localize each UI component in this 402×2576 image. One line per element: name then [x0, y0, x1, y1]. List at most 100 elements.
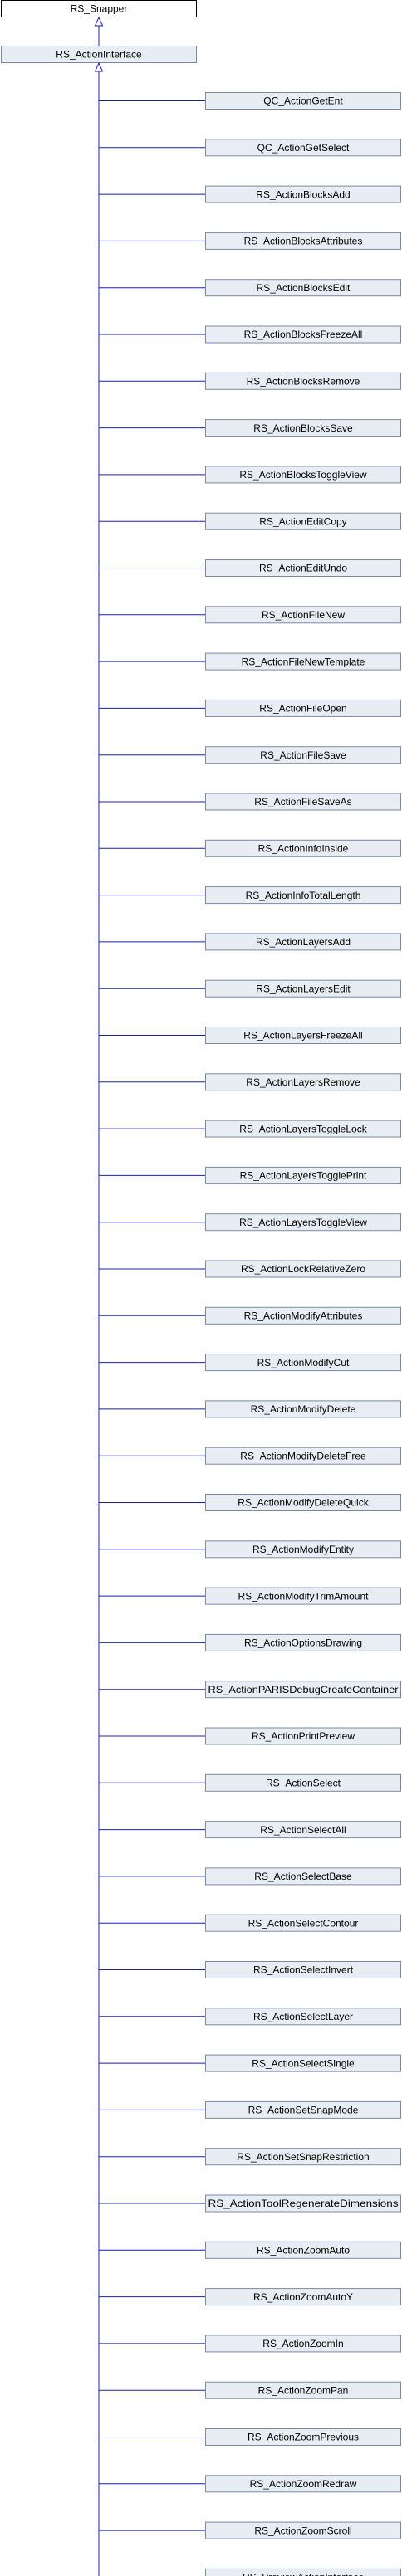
node-rs-actionzoomscroll[interactable]: RS_ActionZoomScroll [99, 2521, 401, 2539]
node-rs-actionlayerstoggleview-box [205, 1213, 401, 1232]
node-rs-actionmodifydeletequick[interactable]: RS_ActionModifyDeleteQuick [99, 1494, 401, 1511]
node-rs-actionfilenewtemplate[interactable]: RS_ActionFileNewTemplate [99, 652, 401, 671]
node-rs-actionlayersremove-box [205, 1073, 401, 1091]
node-rs-actionfilenew[interactable]: RS_ActionFileNew [99, 606, 401, 624]
node-rs-actioninterface[interactable]: RS_ActionInterface [1, 46, 197, 63]
node-rs-actionmodifyattributes[interactable]: RS_ActionModifyAttributes [99, 1306, 401, 1325]
node-rs-actionlayerstoggleprint-box [205, 1166, 401, 1184]
node-rs-actionparisdebugcreatecontainer[interactable]: RS_ActionPARISDebugCreateContainer [99, 1681, 401, 1699]
node-rs-actiontoolregeneratedimensions-label: RS_ActionToolRegenerateDimensions [208, 2198, 399, 2209]
node-rs-previewactioninterface-label: RS_PreviewActionInterface [243, 2572, 364, 2576]
node-rs-actionselectlayer[interactable]: RS_ActionSelectLayer [99, 2008, 401, 2026]
node-rs-actionlayersadd[interactable]: RS_ActionLayersAdd [99, 933, 401, 951]
node-rs-actionselectbase[interactable]: RS_ActionSelectBase [99, 1867, 401, 1886]
node-rs-actionfilesave[interactable]: RS_ActionFileSave [99, 746, 401, 764]
node-rs-actionselectsingle[interactable]: RS_ActionSelectSingle [99, 2054, 401, 2072]
node-rs-previewactioninterface[interactable]: RS_PreviewActionInterface [99, 2568, 401, 2576]
node-rs-actionmodifytrimamount-box [205, 1587, 401, 1605]
node-rs-actionzoomin[interactable]: RS_ActionZoomIn [99, 2334, 401, 2353]
node-rs-actionzoomautoy[interactable]: RS_ActionZoomAutoY [99, 2288, 401, 2306]
node-rs-actionlayersadd-label: RS_ActionLayersAdd [256, 936, 351, 948]
node-rs-actiontoolregeneratedimensions[interactable]: RS_ActionToolRegenerateDimensions [99, 2194, 401, 2213]
node-rs-actionselect[interactable]: RS_ActionSelect [99, 1773, 401, 1792]
node-rs-actionzoomredraw-label: RS_ActionZoomRedraw [250, 2478, 357, 2490]
node-rs-actionzoompan-label: RS_ActionZoomPan [258, 2384, 349, 2396]
node-rs-actionoptionsdrawing-label: RS_ActionOptionsDrawing [244, 1637, 362, 1649]
node-rs-actionselectinvert[interactable]: RS_ActionSelectInvert [99, 1961, 401, 1978]
node-rs-actionmodifydeletefree[interactable]: RS_ActionModifyDeleteFree [99, 1447, 401, 1465]
node-rs-actionsetsnapmode[interactable]: RS_ActionSetSnapMode [99, 2100, 401, 2119]
node-rs-actionfilenew-box [205, 606, 401, 624]
node-rs-actionlayersremove[interactable]: RS_ActionLayersRemove [99, 1073, 401, 1091]
node-qc-actiongetent[interactable]: QC_ActionGetEnt [99, 92, 401, 110]
node-rs-actionselectbase-box [205, 1867, 401, 1886]
node-rs-actionlayersedit[interactable]: RS_ActionLayersEdit [99, 979, 401, 998]
node-rs-actionselectsingle-label: RS_ActionSelectSingle [252, 2057, 355, 2069]
node-rs-actionzoomauto[interactable]: RS_ActionZoomAuto [99, 2241, 401, 2259]
node-rs-actionmodifyattributes-box [205, 1306, 401, 1325]
node-rs-previewactioninterface-box [205, 2568, 401, 2576]
node-qc-actiongetselect[interactable]: QC_ActionGetSelect [99, 139, 401, 157]
node-rs-actionlayerstoggleprint-label: RS_ActionLayersTogglePrint [240, 1170, 367, 1182]
node-rs-actionlayerstoggleview[interactable]: RS_ActionLayersToggleView [99, 1213, 401, 1232]
node-rs-actionzoomin-label: RS_ActionZoomIn [262, 2338, 343, 2349]
node-rs-actionselectcontour[interactable]: RS_ActionSelectContour [99, 1914, 401, 1932]
node-qc-actiongetent-box [205, 92, 401, 110]
node-rs-actionselectinvert-box [205, 1961, 401, 1978]
node-rs-actionmodifyattributes-label: RS_ActionModifyAttributes [244, 1310, 363, 1322]
node-rs-actionzoomautoy-label: RS_ActionZoomAutoY [253, 2291, 353, 2303]
node-rs-snapper-label: RS_Snapper [71, 3, 128, 15]
node-rs-actionfileopen-box [205, 699, 401, 717]
node-rs-actionfileopen[interactable]: RS_ActionFileOpen [99, 699, 401, 717]
node-rs-actionmodifydelete-label: RS_ActionModifyDelete [251, 1403, 356, 1415]
node-rs-actionfilesave-box [205, 746, 401, 764]
node-rs-actionmodifydeletefree-box [205, 1447, 401, 1465]
node-rs-actionblockssave[interactable]: RS_ActionBlocksSave [99, 419, 401, 437]
node-rs-snapper[interactable]: RS_Snapper [1, 0, 197, 17]
node-rs-actionprintpreview[interactable]: RS_ActionPrintPreview [99, 1727, 401, 1745]
node-rs-actionblocksattributes-label: RS_ActionBlocksAttributes [244, 236, 363, 247]
node-rs-actionblocksadd-box [205, 185, 401, 203]
node-qc-actiongetent-label: QC_ActionGetEnt [263, 95, 343, 107]
node-rs-actionsetsnapmode-box [205, 2100, 401, 2119]
node-rs-actionoptionsdrawing-box [205, 1633, 401, 1651]
node-rs-actionmodifyentity[interactable]: RS_ActionModifyEntity [99, 1540, 401, 1559]
node-rs-actionblocksfreezeall[interactable]: RS_ActionBlocksFreezeAll [99, 325, 401, 344]
node-rs-actionfilenewtemplate-box [205, 652, 401, 671]
node-rs-actionmodifydelete[interactable]: RS_ActionModifyDelete [99, 1400, 401, 1418]
node-rs-actionlayersfreezeall[interactable]: RS_ActionLayersFreezeAll [99, 1027, 401, 1044]
node-rs-actionparisdebugcreatecontainer-box [205, 1681, 401, 1699]
node-rs-actioneditcopy[interactable]: RS_ActionEditCopy [99, 512, 401, 530]
node-rs-actioninfototallength[interactable]: RS_ActionInfoTotalLength [99, 886, 401, 905]
node-rs-actionblocksadd[interactable]: RS_ActionBlocksAdd [99, 185, 401, 203]
node-rs-actionfilesave-label: RS_ActionFileSave [260, 749, 346, 761]
node-rs-actionselectcontour-box [205, 1914, 401, 1932]
node-rs-actionzoomprevious[interactable]: RS_ActionZoomPrevious [99, 2428, 401, 2446]
node-rs-actionselectall[interactable]: RS_ActionSelectAll [99, 1821, 401, 1839]
node-rs-actionfilesaveas[interactable]: RS_ActionFileSaveAs [99, 793, 401, 811]
node-rs-actionselectsingle-box [205, 2054, 401, 2072]
node-rs-actionmodifycut-label: RS_ActionModifyCut [257, 1357, 350, 1368]
node-rs-actionmodifycut[interactable]: RS_ActionModifyCut [99, 1354, 401, 1372]
node-rs-actionlayersedit-label: RS_ActionLayersEdit [256, 983, 351, 994]
node-rs-actionlayerstoggleprint[interactable]: RS_ActionLayersTogglePrint [99, 1166, 401, 1184]
node-rs-actionfileopen-label: RS_ActionFileOpen [259, 703, 346, 715]
node-rs-actionblocksattributes[interactable]: RS_ActionBlocksAttributes [99, 232, 401, 250]
node-rs-actioninfoinside-label: RS_ActionInfoInside [258, 843, 349, 855]
node-rs-actioneditundo[interactable]: RS_ActionEditUndo [99, 559, 401, 577]
node-rs-actionmodifytrimamount[interactable]: RS_ActionModifyTrimAmount [99, 1587, 401, 1605]
node-rs-actionblocksedit[interactable]: RS_ActionBlocksEdit [99, 279, 401, 297]
node-rs-actionzoompan[interactable]: RS_ActionZoomPan [99, 2381, 401, 2399]
node-rs-actioninfoinside[interactable]: RS_ActionInfoInside [99, 839, 401, 857]
node-rs-actionblockstoggleview[interactable]: RS_ActionBlocksToggleView [99, 466, 401, 484]
node-rs-actionzoomredraw[interactable]: RS_ActionZoomRedraw [99, 2475, 401, 2493]
node-rs-actionmodifydeletefree-label: RS_ActionModifyDeleteFree [240, 1450, 366, 1461]
node-rs-actionsetsnaprestriction[interactable]: RS_ActionSetSnapRestriction [99, 2148, 401, 2166]
node-rs-actionmodifyentity-box [205, 1540, 401, 1559]
node-rs-actionmodifytrimamount-label: RS_ActionModifyTrimAmount [238, 1590, 370, 1602]
node-rs-actionoptionsdrawing[interactable]: RS_ActionOptionsDrawing [99, 1633, 401, 1651]
node-rs-actionlayerstogglelock[interactable]: RS_ActionLayersToggleLock [99, 1120, 401, 1138]
node-rs-actionlockrelativezero[interactable]: RS_ActionLockRelativeZero [99, 1260, 401, 1278]
node-rs-actionblocksremove[interactable]: RS_ActionBlocksRemove [99, 372, 401, 390]
node-rs-actionselectbase-label: RS_ActionSelectBase [254, 1871, 352, 1882]
